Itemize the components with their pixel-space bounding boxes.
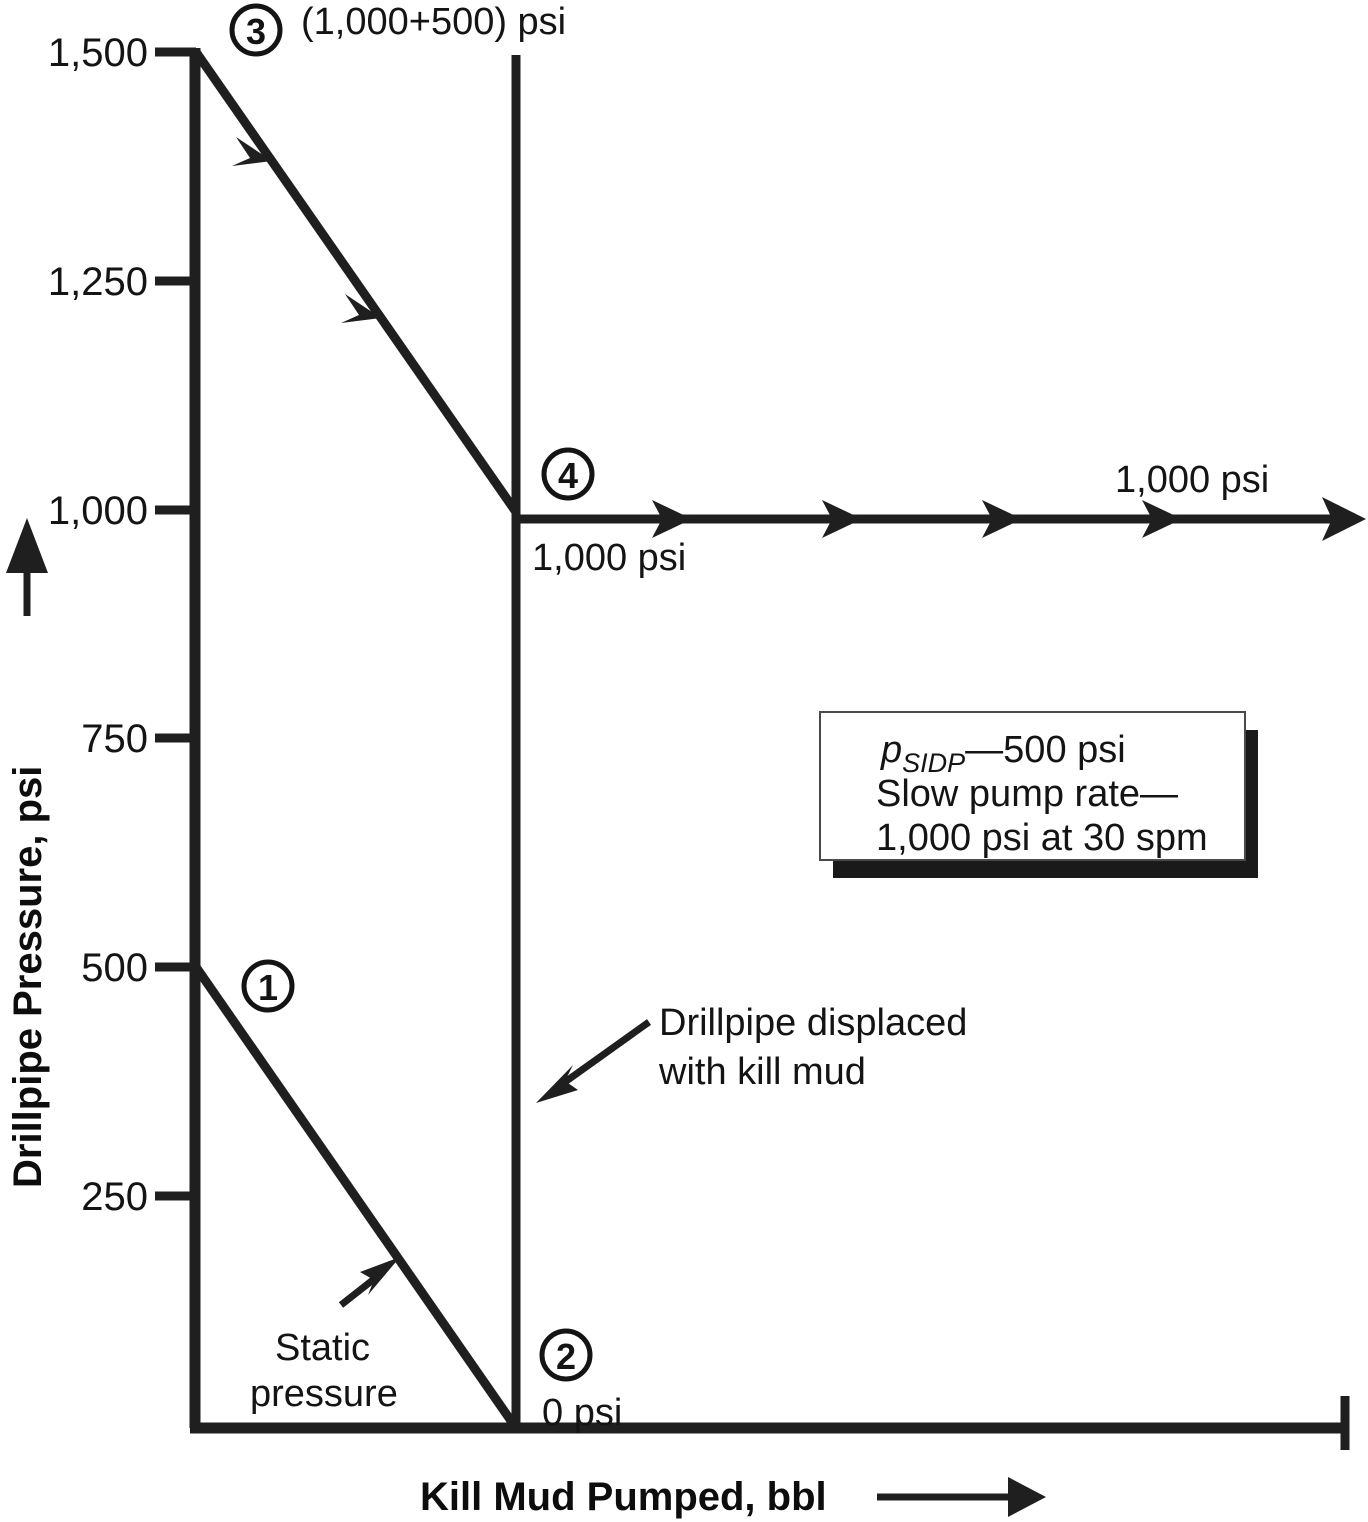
x-axis-title: Kill Mud Pumped, bbl [420, 1475, 827, 1519]
callout-p-value: —500 psi [965, 729, 1126, 771]
callout-line1: pSIDP—500 psi [880, 729, 1126, 778]
annotation-static-pressure-line2: pressure [250, 1373, 398, 1415]
callout-line3: 1,000 psi at 30 spm [876, 817, 1208, 859]
y-axis-tick-labels: 1,500 1,250 1,000 750 500 250 [48, 31, 148, 1219]
callout-box: pSIDP—500 psi Slow pump rate— 1,000 psi … [819, 711, 1258, 878]
series-circulating-ramp-line [192, 49, 520, 515]
y-tick-label-1250: 1,250 [48, 260, 148, 304]
callout-line2: Slow pump rate— [876, 773, 1178, 815]
annotation-drillpipe-displaced-arrowhead [536, 1065, 578, 1103]
y-tick-label-500: 500 [81, 946, 148, 990]
y-tick-label-750: 750 [81, 717, 148, 761]
y-axis-title: Drillpipe Pressure, psi [6, 766, 50, 1188]
annotation-static-pressure-arrowhead [360, 1257, 400, 1295]
step-marker-4-number: 4 [558, 455, 578, 496]
step-marker-4-circle [541, 447, 595, 501]
step-marker-2-circle [539, 1328, 593, 1382]
step-marker-4: 4 [541, 447, 595, 501]
series-final-arrowhead-3 [982, 500, 1022, 538]
callout-box-frame [819, 711, 1246, 861]
x-axis-title-arrow-head [1008, 1477, 1046, 1517]
x-axis-title-group: Kill Mud Pumped, bbl [420, 1475, 1046, 1519]
y-tick-label-1500: 1,500 [48, 31, 148, 75]
label-zero-pressure: 0 psi [542, 1392, 622, 1434]
step-marker-1-number: 1 [258, 967, 278, 1008]
annotation-drillpipe-displaced-leader [555, 1019, 652, 1090]
step-marker-2: 2 [539, 1328, 593, 1382]
annotation-static-pressure-line1: Static [275, 1327, 370, 1369]
label-step4-start-pressure: 1,000 psi [532, 537, 686, 579]
series-final-arrowhead-1 [652, 500, 692, 538]
y-tick-label-1000: 1,000 [48, 489, 148, 533]
series-final-arrowhead-2 [822, 500, 862, 538]
series-final-arrowhead-end [1322, 497, 1366, 541]
series-static-pressure-line [192, 964, 520, 1431]
annotation-drillpipe-displaced-line1: Drillpipe displaced [659, 1002, 967, 1044]
step-marker-2-number: 2 [556, 1336, 576, 1377]
step-marker-1: 1 [241, 959, 295, 1013]
series-final-arrowhead-4 [1142, 500, 1182, 538]
series-circulating-ramp [192, 49, 520, 515]
label-top-pressure: (1,000+500) psi [301, 1, 566, 43]
y-axis-title-arrow-head [6, 518, 48, 573]
callout-p-symbol: p [880, 729, 902, 771]
step-marker-1-circle [241, 959, 295, 1013]
step-marker-3-number: 3 [246, 11, 266, 52]
annotation-static-pressure: Static pressure [250, 1257, 400, 1415]
step-marker-3: 3 [229, 3, 283, 57]
annotation-drillpipe-displaced: Drillpipe displaced with kill mud [536, 1002, 967, 1103]
y-tick-label-250: 250 [81, 1175, 148, 1219]
annotation-drillpipe-displaced-line2: with kill mud [658, 1051, 866, 1093]
series-final-circulating [512, 497, 1366, 541]
y-axis-ticks [155, 47, 196, 1201]
series-circulating-arrowhead-2 [341, 294, 381, 323]
y-axis-title-group: Drillpipe Pressure, psi [6, 518, 50, 1188]
callout-p-subscript: SIDP [902, 748, 965, 778]
label-step4-end-pressure: 1,000 psi [1115, 459, 1269, 501]
step-marker-3-circle [229, 3, 283, 57]
series-circulating-arrowhead-1 [232, 137, 272, 166]
